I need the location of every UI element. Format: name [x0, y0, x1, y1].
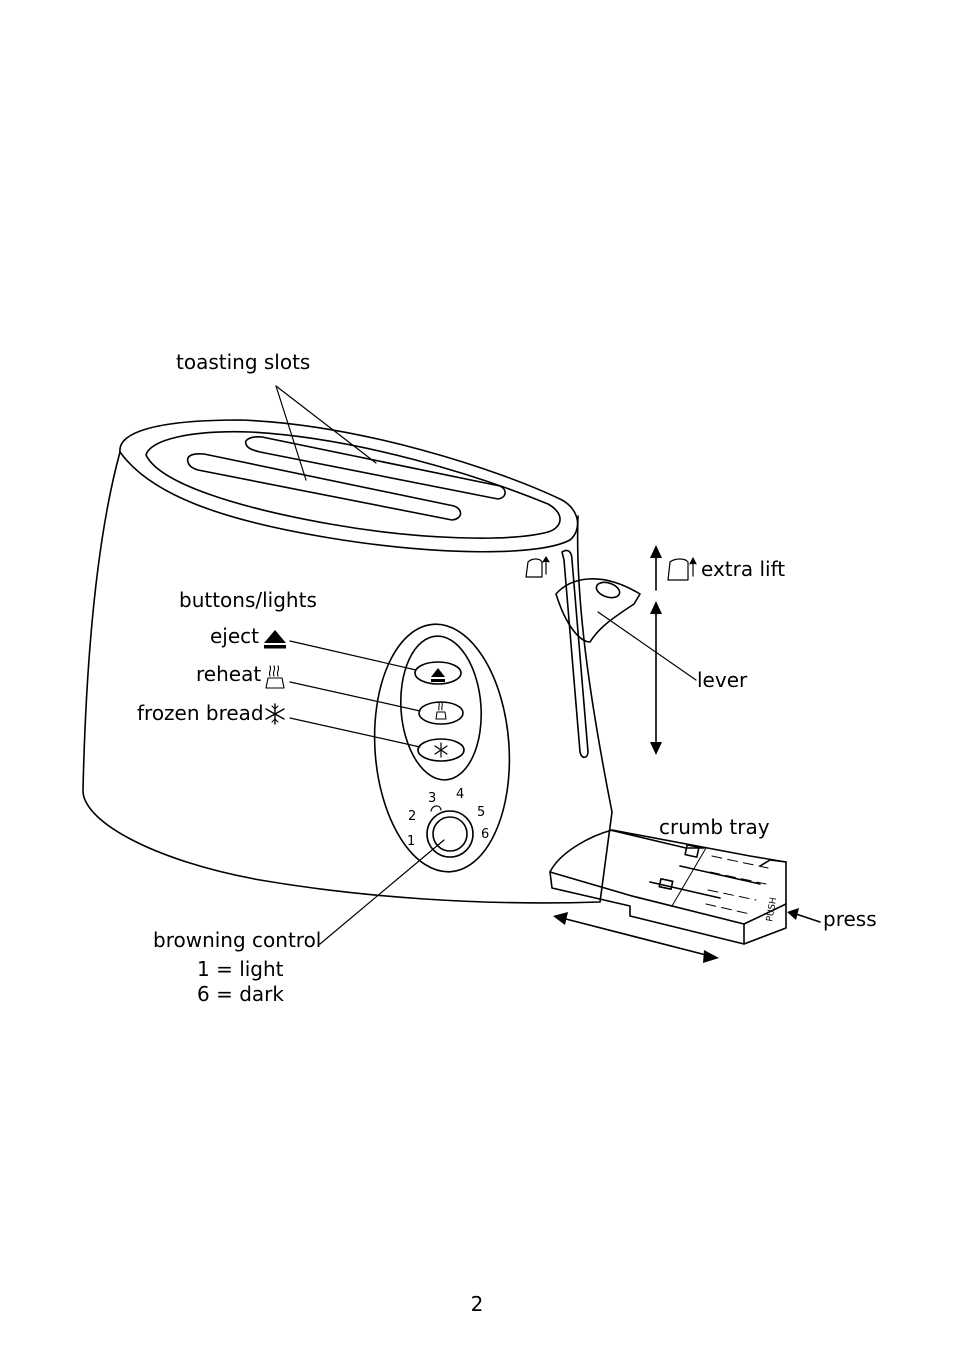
frozen-bread-label: frozen bread — [137, 701, 264, 725]
buttons-lights-label: buttons/lights — [179, 588, 317, 612]
snowflake-icon — [265, 703, 285, 725]
dial-numbers: 1 2 3 4 5 6 — [407, 787, 489, 849]
crumb-tray[interactable]: PUSH — [549, 829, 787, 945]
lever[interactable] — [555, 578, 641, 643]
toaster-body — [82, 451, 613, 904]
reheat-label: reheat — [196, 662, 262, 686]
toasting-slots-label: toasting slots — [176, 350, 311, 374]
dial-number: 3 — [428, 791, 436, 806]
dial-indicator — [430, 805, 442, 812]
bread-lift-icon-body — [525, 556, 550, 578]
dial-number: 2 — [408, 809, 416, 824]
press-label: press — [823, 907, 877, 931]
lever-travel-arrow — [650, 601, 662, 755]
bread-lift-icon-label — [667, 557, 697, 581]
reheat-icon — [265, 665, 285, 689]
toaster-top-rim — [145, 430, 561, 539]
eject-label: eject — [210, 624, 260, 648]
reheat-icon — [435, 702, 447, 720]
reheat-button[interactable] — [418, 701, 464, 725]
control-panel — [373, 623, 511, 873]
eject-icon — [431, 668, 445, 682]
frozen-bread-button[interactable] — [417, 738, 465, 762]
dial-number: 4 — [456, 787, 464, 802]
browning-light-label: 1 = light — [197, 957, 284, 981]
tray-slide-arrow — [553, 912, 719, 963]
tray-push-text: PUSH — [765, 897, 779, 923]
toaster-top — [119, 419, 579, 553]
lever-knob — [595, 581, 621, 599]
eject-button[interactable] — [414, 661, 462, 685]
page-number: 2 — [470, 1292, 484, 1316]
toasting-slot-front — [186, 453, 462, 521]
eject-icon — [264, 630, 286, 649]
browning-control-dial[interactable] — [426, 810, 474, 858]
extra-lift-label: extra lift — [701, 557, 786, 581]
lever-label: lever — [697, 668, 748, 692]
toasting-slot-back — [244, 436, 506, 500]
dial-number: 6 — [481, 827, 489, 842]
dial-number: 5 — [477, 805, 485, 820]
button-panel — [399, 635, 483, 781]
press-arrow — [787, 908, 821, 923]
snowflake-icon — [434, 742, 448, 758]
browning-dark-label: 6 = dark — [197, 982, 284, 1006]
crumb-tray-label: crumb tray — [659, 815, 770, 839]
extra-lift-arrow — [650, 545, 662, 591]
dial-number: 1 — [407, 834, 415, 849]
browning-control-label: browning control — [153, 928, 322, 952]
lever-slot — [561, 549, 589, 759]
